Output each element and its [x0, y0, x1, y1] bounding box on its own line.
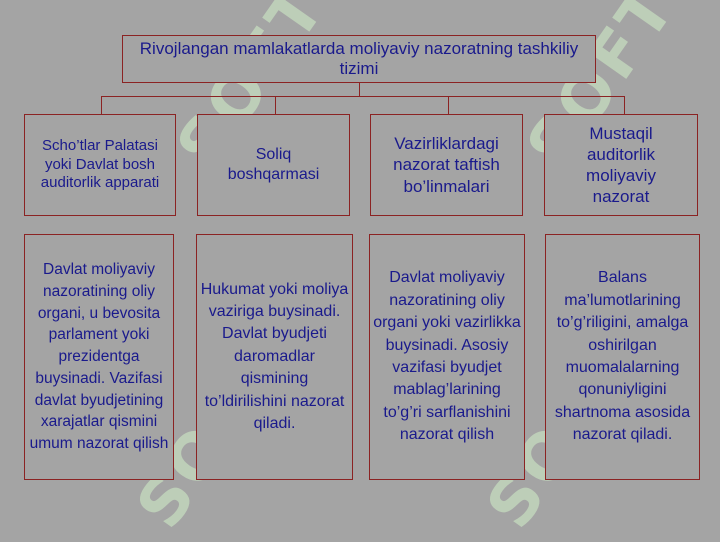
- category-box-ministry-inspection: Vazirliklardagi nazorat taftish bo’linma…: [370, 114, 523, 216]
- description-text: Davlat moliyaviy nazoratining oliy organ…: [29, 261, 169, 452]
- connector-vertical-main: [359, 83, 360, 97]
- connector-drop-1: [101, 96, 102, 114]
- diagram-title-box: Rivojlangan mamlakatlarda moliyaviy nazo…: [122, 35, 596, 83]
- category-label: Mustaqil auditorlik moliyaviy nazorat: [586, 123, 656, 207]
- connector-horizontal: [101, 96, 625, 97]
- description-text: Davlat moliyaviy nazoratining oliy organ…: [373, 269, 521, 444]
- diagram-title: Rivojlangan mamlakatlarda moliyaviy nazo…: [139, 38, 579, 78]
- description-text: Hukumat yoki moliya vaziriga buysinadi. …: [200, 280, 349, 432]
- description-box-audit-chamber: Davlat moliyaviy nazoratining oliy organ…: [24, 234, 174, 480]
- category-label: Scho’tlar Palatasi yoki Davlat bosh audi…: [40, 136, 160, 192]
- connector-drop-3: [448, 96, 449, 114]
- category-label: Soliq boshqarmasi: [227, 146, 320, 183]
- description-box-ministry-inspection: Davlat moliyaviy nazoratining oliy organ…: [369, 234, 525, 480]
- description-box-tax-administration: Hukumat yoki moliya vaziriga buysinadi. …: [196, 234, 353, 480]
- category-box-tax-administration: Soliq boshqarmasi: [197, 114, 350, 216]
- connector-drop-2: [275, 96, 276, 114]
- description-box-independent-audit: Balans ma’lumotlarining to’g’riligini, a…: [545, 234, 700, 480]
- category-box-audit-chamber: Scho’tlar Palatasi yoki Davlat bosh audi…: [24, 114, 176, 216]
- category-label: Vazirliklardagi nazorat taftish bo’linma…: [393, 134, 500, 196]
- description-text: Balans ma’lumotlarining to’g’riligini, a…: [554, 269, 691, 444]
- category-box-independent-audit: Mustaqil auditorlik moliyaviy nazorat: [544, 114, 698, 216]
- connector-drop-4: [624, 96, 625, 114]
